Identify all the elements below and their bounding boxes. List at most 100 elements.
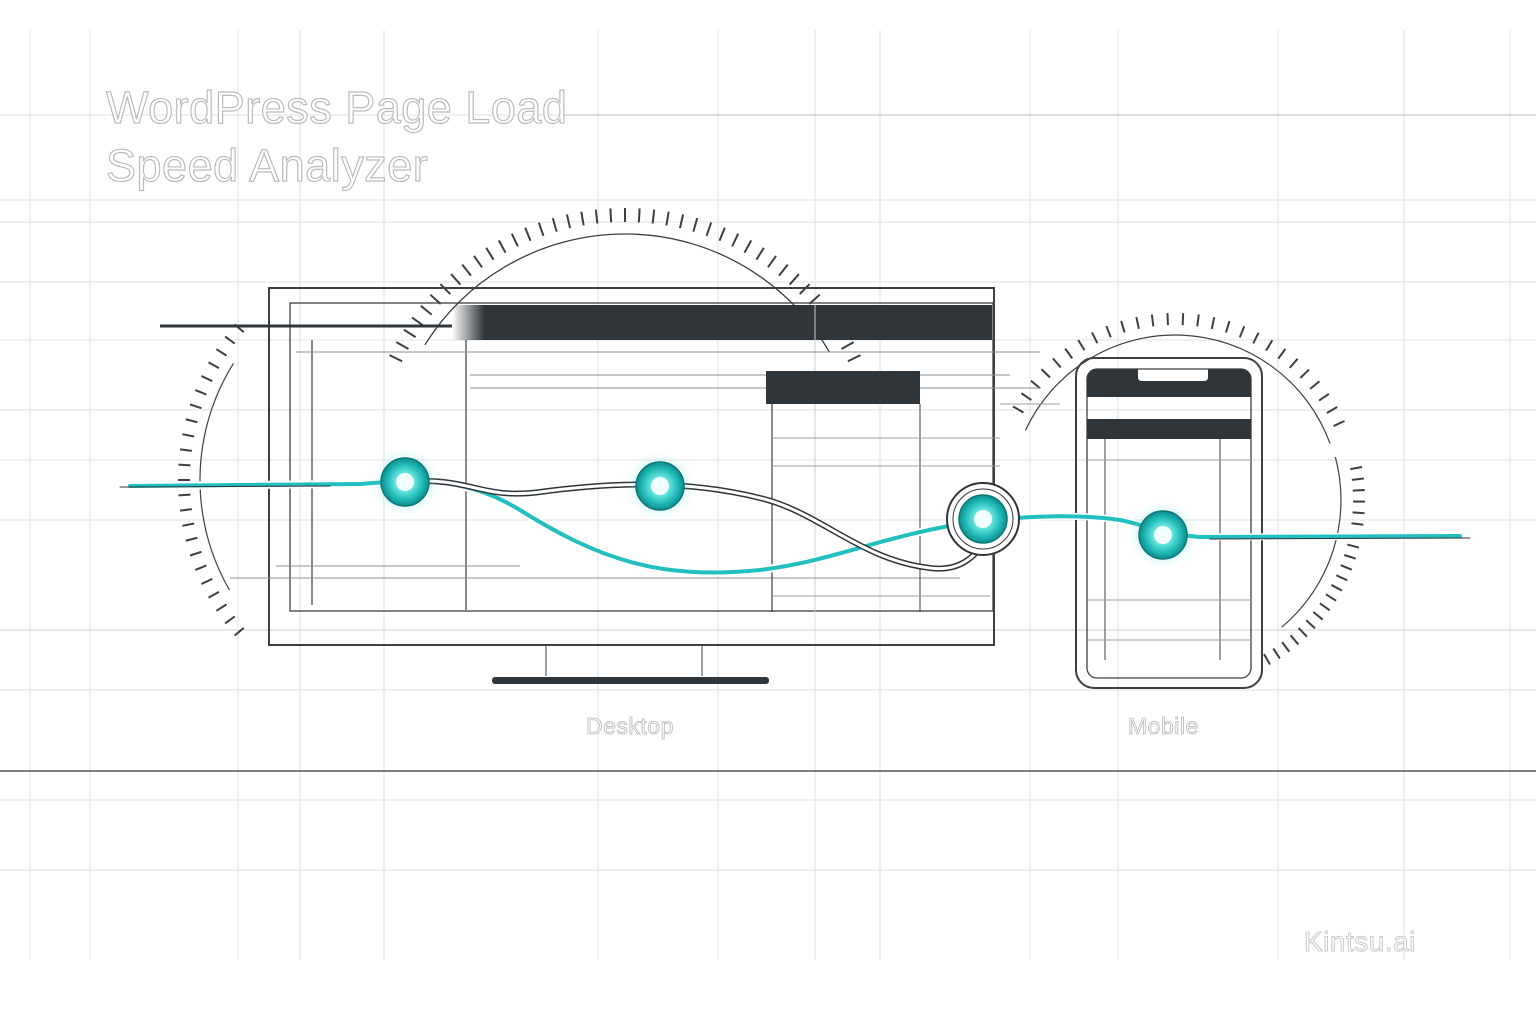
smartphone-icon [1075, 357, 1263, 689]
gauge-tick [1105, 325, 1112, 338]
gauge-tick [1210, 316, 1216, 330]
gauge-tick [551, 217, 558, 232]
gauge-tick [201, 577, 213, 585]
waypoint-nodes [371, 448, 1197, 569]
gauge-tick [1312, 611, 1324, 621]
gauge-tick [439, 283, 451, 295]
gauge-tick [705, 222, 713, 237]
gauge-tick [788, 273, 800, 286]
gauge-tick [1020, 392, 1032, 401]
gauge-tick [1297, 627, 1308, 638]
gauge-tick [778, 264, 789, 277]
gauge-tick [411, 316, 424, 327]
gauge-tick [189, 403, 202, 410]
gauge-arc [1024, 334, 1331, 444]
gauge-tick [799, 283, 811, 295]
waypoint-node-icon [946, 482, 1020, 556]
brand-wordmark: Kintsu.ai [1304, 926, 1416, 958]
gauge-tick [847, 354, 861, 363]
gauge-tick [651, 209, 656, 224]
desktop-monitor-icon [160, 287, 1060, 684]
gauge-tick [678, 214, 685, 229]
gauge-tick [1012, 405, 1024, 414]
gauge-tick [1335, 574, 1348, 582]
gauge-tick [1319, 602, 1331, 612]
gauge-tick [1224, 320, 1231, 333]
gauge-tick [1305, 619, 1316, 630]
gauge-tick [692, 217, 699, 232]
gauge-tick [1091, 331, 1099, 344]
speed-path [119, 477, 1471, 577]
gauge-tick [1289, 634, 1300, 646]
gauge-tick [840, 341, 855, 350]
gauge-tick [1238, 325, 1246, 338]
gauge-tick [182, 522, 195, 527]
gauge-tick [637, 208, 641, 223]
gauge-tick [224, 615, 236, 625]
gauge-tick [718, 227, 726, 242]
gauge-tick [1299, 368, 1310, 379]
gauge-arc [1281, 456, 1342, 628]
gauge-tick [1350, 466, 1363, 471]
gauge-tick [767, 255, 777, 268]
gauge-tick [755, 247, 765, 261]
gauge-tick [403, 328, 417, 338]
gauge-tick [1343, 554, 1357, 560]
gauge-tick [1352, 489, 1365, 492]
gauge-arc [199, 363, 234, 591]
gauge-tick [1272, 647, 1281, 659]
gauge-tick [1325, 593, 1337, 602]
gauge-tick [1288, 358, 1299, 369]
gauge-arc [424, 233, 830, 353]
gauge-tick [1326, 406, 1338, 414]
gauge-tick [208, 590, 220, 599]
mobile-label: Mobile [1128, 713, 1199, 740]
gauge-tick [1351, 522, 1364, 526]
gauge-tick [1281, 641, 1291, 653]
title-line-2: Speed Analyzer [105, 139, 429, 191]
gauge-tick [497, 239, 507, 254]
gauge-tick [185, 418, 198, 424]
gauge-tick [450, 273, 462, 286]
gauge-tick [485, 247, 495, 261]
gauge-tick [1040, 368, 1051, 379]
gauge-tick [185, 536, 198, 542]
gauge-tick [389, 354, 403, 363]
desktop-label: Desktop [586, 713, 674, 740]
gauge-tick [1135, 316, 1140, 329]
gauge-tick [510, 233, 519, 247]
gauge-tick [215, 603, 228, 612]
gauge-tick [743, 239, 753, 254]
gauge-tick [1352, 511, 1365, 515]
gauge-tick [565, 214, 572, 229]
gauge-tick [420, 305, 433, 316]
gauge-tick [731, 233, 740, 247]
gauge-tick [178, 493, 191, 497]
gauge-tick [1330, 584, 1343, 592]
gauge-tick [208, 361, 220, 370]
gauge-tick [1277, 348, 1287, 360]
gauge-tick [182, 433, 195, 438]
gauge-tick [179, 448, 192, 452]
gauge-tick [524, 227, 532, 242]
gauge-tick [178, 463, 191, 467]
waypoint-node-icon [371, 448, 439, 516]
gauge-tick [594, 209, 599, 224]
gauge-tick [1150, 314, 1155, 327]
gauge-tick [1318, 392, 1330, 402]
gauge-tick [1077, 339, 1086, 351]
gauge-tick [1181, 313, 1185, 326]
gauge-tick [194, 564, 207, 571]
gauge-tick [1340, 564, 1353, 571]
gauge-tick [1252, 332, 1260, 344]
gauge-tick [189, 550, 202, 557]
waypoint-node-icon [1129, 501, 1197, 569]
gauge-tick [179, 508, 192, 512]
gauge-tick [215, 348, 228, 357]
gauge-tick [1064, 348, 1074, 359]
gauge-tick [1196, 314, 1200, 327]
gauge-tick [580, 211, 585, 226]
gauge-tick [1052, 357, 1062, 369]
gauge-tick [1333, 420, 1345, 427]
